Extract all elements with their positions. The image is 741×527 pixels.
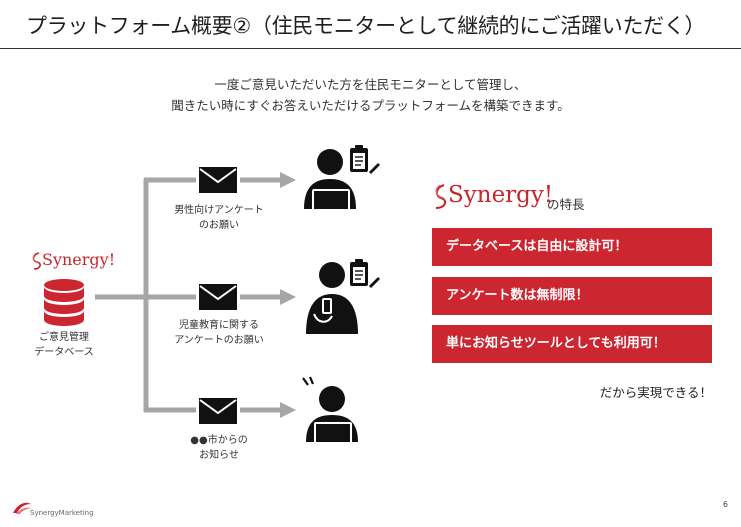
features-heading: Synergy! の特長 xyxy=(432,182,632,218)
channel-1-line2: のお願い xyxy=(199,220,239,231)
footer-logo: SynergyMarketing xyxy=(10,501,110,521)
person-laptop-icon xyxy=(304,149,356,211)
person-phone-icon xyxy=(306,262,358,334)
envelope-icon xyxy=(199,284,237,310)
database-brand-logo: Synergy! xyxy=(30,250,115,274)
intro-line-2: 聞きたい時にすぐお答えいただけるプラットフォームを構築できます。 xyxy=(171,98,570,113)
footer-company-name: SynergyMarketing xyxy=(30,509,94,517)
arrow-head-2 xyxy=(280,289,296,305)
synergy-logo-icon xyxy=(435,184,447,209)
channel-3-line1: ●●市からの xyxy=(190,435,248,446)
features-heading-suffix: の特長 xyxy=(547,197,585,212)
page-title: プラットフォーム概要②（住民モニターとして継続的にご活躍いただく） xyxy=(26,14,706,38)
database-label: ご意見管理 データベース xyxy=(22,330,106,360)
feature-item-2: アンケート数は無制限！ xyxy=(432,277,712,315)
channel-1-line1: 男性向けアンケート xyxy=(174,205,264,216)
envelope-icon xyxy=(199,167,237,193)
envelope-icon xyxy=(199,398,237,424)
database-label-line2: データベース xyxy=(34,347,94,358)
conclusion-text: だから実現できる！ xyxy=(599,385,712,400)
synergy-marketing-logo-icon xyxy=(13,502,31,514)
database-brand-text: Synergy! xyxy=(42,250,116,269)
clipboard-pen-icon xyxy=(350,259,380,288)
title-divider xyxy=(0,48,741,49)
feature-item-3: 単にお知らせツールとしても利用可！ xyxy=(432,325,712,363)
person-laptop-icon xyxy=(306,386,358,444)
database-label-line1: ご意見管理 xyxy=(39,332,89,343)
arrow-head-1 xyxy=(280,172,296,188)
clipboard-pen-icon xyxy=(350,145,380,174)
features-brand-text: Synergy! xyxy=(448,182,554,208)
channel-2-line2: アンケートのお願い xyxy=(174,335,264,346)
database-icon xyxy=(44,279,84,326)
notification-icon xyxy=(302,376,315,386)
arrow-head-3 xyxy=(280,402,296,418)
channel-2-line1: 児童教育に関する xyxy=(179,320,259,331)
channel-3-line2: お知らせ xyxy=(199,450,239,461)
channel-label-2: 児童教育に関する アンケートのお願い xyxy=(160,318,278,348)
synergy-logo-icon xyxy=(32,252,41,270)
channel-label-3: ●●市からの お知らせ xyxy=(160,433,278,463)
feature-item-1: データベースは自由に設計可！ xyxy=(432,228,712,266)
channel-label-1: 男性向けアンケート のお願い xyxy=(160,203,278,233)
page-number: 6 xyxy=(722,500,728,509)
intro-line-1: 一度ご意見いただいた方を住民モニターとして管理し、 xyxy=(214,77,527,92)
